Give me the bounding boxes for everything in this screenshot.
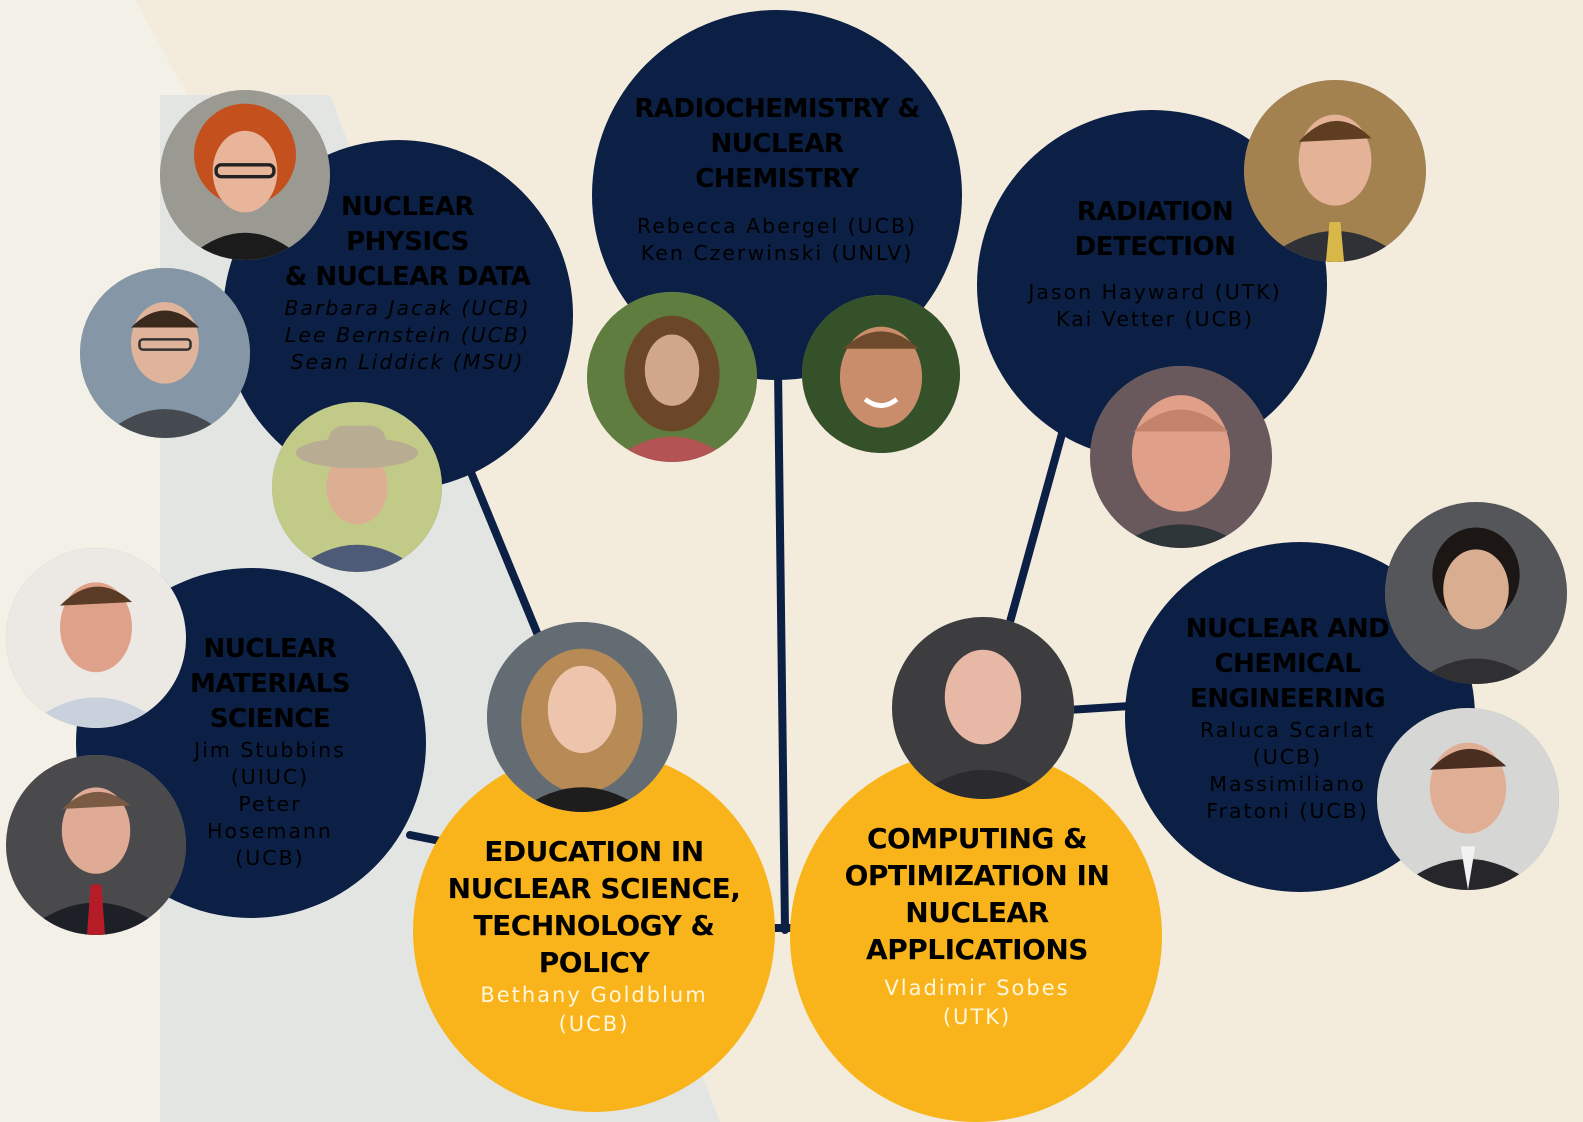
education-leads: Bethany Goldblum (UCB) xyxy=(480,983,708,1036)
portrait-photo xyxy=(802,295,960,453)
materials-science-title: NUCLEAR MATERIALS SCIENCE xyxy=(189,634,351,734)
materials-science-text: NUCLEAR MATERIALS SCIENCE Jim Stubbins (… xyxy=(160,632,380,872)
portrait-photo xyxy=(1244,80,1426,262)
computing-title: COMPUTING & OPTIMIZATION IN NUCLEAR APPL… xyxy=(844,822,1110,966)
portrait-photo xyxy=(6,755,186,935)
computing-leads: Vladimir Sobes (UTK) xyxy=(884,976,1070,1029)
radiation-detection-text: RADIATION DETECTION Jason Hayward (UTK) … xyxy=(1005,195,1305,333)
portrait-photo xyxy=(1377,708,1559,890)
portrait-photo xyxy=(80,268,250,438)
radiation-detection-title: RADIATION DETECTION xyxy=(1074,197,1236,262)
computing-circle xyxy=(790,750,1162,1122)
nuclear-physics-title: NUCLEAR PHYSICS & NUCLEAR DATA xyxy=(284,192,531,292)
portrait-photo xyxy=(487,622,677,812)
radiation-detection-leads: Jason Hayward (UTK) Kai Vetter (UCB) xyxy=(1028,280,1282,331)
nuclear-physics-text: NUCLEAR PHYSICS & NUCLEAR DATA Barbara J… xyxy=(265,190,550,376)
chemical-engineering-title: NUCLEAR AND CHEMICAL ENGINEERING xyxy=(1185,614,1390,714)
portrait-photo xyxy=(892,617,1074,799)
portrait-photo xyxy=(6,548,186,728)
materials-science-leads: Jim Stubbins (UIUC) Peter Hosemann (UCB) xyxy=(194,738,346,870)
chemical-engineering-leads: Raluca Scarlat (UCB) Massimiliano Fraton… xyxy=(1200,718,1375,823)
nuclear-physics-leads: Barbara Jacak (UCB) Lee Bernstein (UCB) … xyxy=(284,296,531,374)
radiochemistry-text: RADIOCHEMISTRY & NUCLEAR CHEMISTRY Rebec… xyxy=(612,92,942,267)
portrait-photo xyxy=(1090,366,1272,548)
radiochemistry-title: RADIOCHEMISTRY & NUCLEAR CHEMISTRY xyxy=(634,94,920,194)
education-text: EDUCATION IN NUCLEAR SCIENCE, TECHNOLOGY… xyxy=(438,833,750,1039)
education-title: EDUCATION IN NUCLEAR SCIENCE, TECHNOLOGY… xyxy=(447,835,741,979)
portrait-photo xyxy=(587,292,757,462)
computing-text: COMPUTING & OPTIMIZATION IN NUCLEAR APPL… xyxy=(818,820,1136,1032)
portrait-photo xyxy=(272,402,442,572)
portrait-photo xyxy=(160,90,330,260)
portrait-photo xyxy=(1385,502,1567,684)
chemical-engineering-text: NUCLEAR AND CHEMICAL ENGINEERING Raluca … xyxy=(1170,612,1405,825)
radiochemistry-leads: Rebecca Abergel (UCB) Ken Czerwinski (UN… xyxy=(636,214,918,265)
